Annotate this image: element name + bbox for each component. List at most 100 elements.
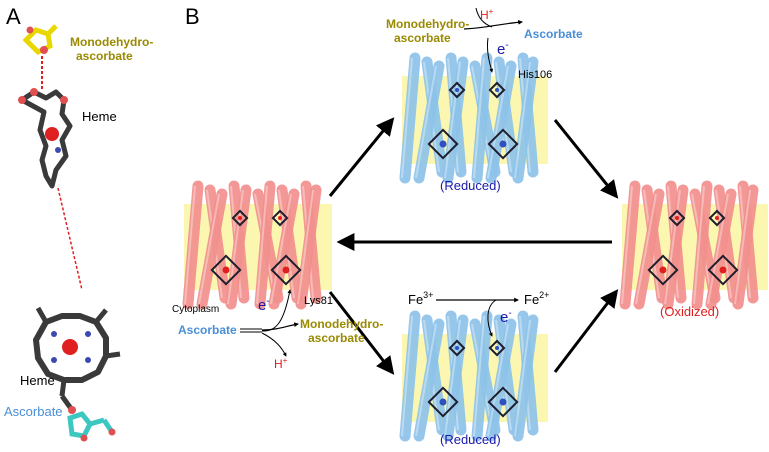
helix-highlight <box>401 315 413 437</box>
panel-a-monodehydroascorbate-label: Monodehydro- ascorbate <box>70 35 157 63</box>
helix-highlight <box>198 193 220 305</box>
helix <box>705 188 737 310</box>
heme-icon <box>210 254 242 286</box>
helix-highlight <box>514 61 531 179</box>
helix <box>619 180 641 310</box>
helix <box>295 184 322 310</box>
helix <box>512 314 539 442</box>
helix <box>691 180 713 310</box>
heme-icon <box>708 209 726 227</box>
top-ascorbate-label: Ascorbate <box>524 27 583 41</box>
helix-highlight <box>444 61 461 179</box>
helix-highlight <box>734 189 751 305</box>
helix-highlight <box>635 193 657 305</box>
helix-highlight <box>473 315 485 437</box>
helix <box>182 180 204 310</box>
helix <box>413 318 445 442</box>
panel-a-ascorbate-label: Ascorbate <box>4 404 63 419</box>
heme-icon <box>487 128 519 160</box>
helix <box>633 188 665 310</box>
helix <box>268 188 300 310</box>
monodehydroascorbate-molecule <box>22 24 58 56</box>
panel-a-heme-top-label: Heme <box>82 109 117 124</box>
arrow-left-to-bottom <box>328 291 395 375</box>
helix-highlight <box>621 185 633 305</box>
left-cytoplasm-label: Cytoplasm <box>172 304 219 315</box>
helix <box>254 180 276 310</box>
helix-highlight <box>256 185 268 305</box>
top-proton-label: H+ <box>480 7 494 22</box>
top-proton-arrow <box>475 7 493 28</box>
helix <box>442 56 469 184</box>
bottom-fe3-label: Fe3+ <box>408 290 433 307</box>
heme-icon <box>427 128 459 160</box>
top-state-label: (Reduced) <box>440 178 501 193</box>
panel-a-mda-line2: ascorbate <box>76 49 133 63</box>
helix <box>471 310 493 442</box>
helix-highlight <box>693 185 705 305</box>
helix-highlight <box>401 57 413 179</box>
helix <box>413 60 445 184</box>
arrow-left-to-top <box>328 117 395 197</box>
bottom-state-label: (Reduced) <box>440 432 501 447</box>
helix-highlight <box>444 319 461 437</box>
protein-oxidized-right <box>619 180 768 310</box>
helix-highlight <box>473 57 485 179</box>
top-electron-arrow <box>487 37 494 73</box>
helix <box>399 52 421 184</box>
left-lys81-label: Lys81 <box>304 295 333 307</box>
long-hbond <box>57 187 83 291</box>
helix <box>442 314 469 442</box>
arrow-top-to-right <box>553 119 619 199</box>
top-reaction-arrow <box>463 19 523 30</box>
arrow-bottom-to-right <box>553 289 619 373</box>
helix-highlight <box>487 323 509 437</box>
helix <box>662 184 689 310</box>
panel-a-mda-line1: Monodehydro- <box>70 35 153 49</box>
helix-highlight <box>664 189 681 305</box>
heme-icon <box>488 81 506 99</box>
helix <box>399 310 421 442</box>
left-proton-label: H+ <box>274 356 288 371</box>
heme-icon <box>707 254 739 286</box>
heme-top-molecule <box>18 88 73 189</box>
helix <box>485 318 517 442</box>
heme-icon <box>647 254 679 286</box>
left-proton-arrow <box>261 332 287 357</box>
left-reaction-arrow <box>261 322 299 331</box>
helix <box>512 56 539 184</box>
panel-a-heme-bottom-label: Heme <box>20 373 55 388</box>
helix <box>485 60 517 184</box>
heme-icon <box>448 81 466 99</box>
helix-highlight <box>415 65 437 179</box>
left-electron-label: e- <box>258 296 270 314</box>
top-his106-label: His106 <box>518 69 552 81</box>
helix-highlight <box>227 189 244 305</box>
helix-highlight <box>514 319 531 437</box>
panel-label-a: A <box>6 4 21 29</box>
heme-icon <box>231 209 249 227</box>
heme-icon <box>427 386 459 418</box>
helix <box>732 184 759 310</box>
helix-highlight <box>707 193 729 305</box>
heme-icon <box>270 254 302 286</box>
heme-icon <box>488 339 506 357</box>
helix-highlight <box>487 65 509 179</box>
protein-reduced-top <box>399 52 548 184</box>
heme-icon <box>448 339 466 357</box>
helix <box>196 188 228 310</box>
protein-initial-left <box>182 180 332 310</box>
left-electron-arrow <box>261 289 292 332</box>
helix-highlight <box>297 189 314 305</box>
top-mda-label: Monodehydro- ascorbate <box>386 17 473 45</box>
helix-highlight <box>270 193 292 305</box>
helix-highlight <box>415 323 437 437</box>
right-state-label: (Oxidized) <box>660 304 719 319</box>
heme-icon <box>668 209 686 227</box>
heme-icon <box>487 386 519 418</box>
heme-bottom-molecule <box>33 306 121 414</box>
bottom-electron-arrow <box>487 299 497 337</box>
bottom-electron-label: e- <box>500 308 512 326</box>
helix <box>225 184 252 310</box>
